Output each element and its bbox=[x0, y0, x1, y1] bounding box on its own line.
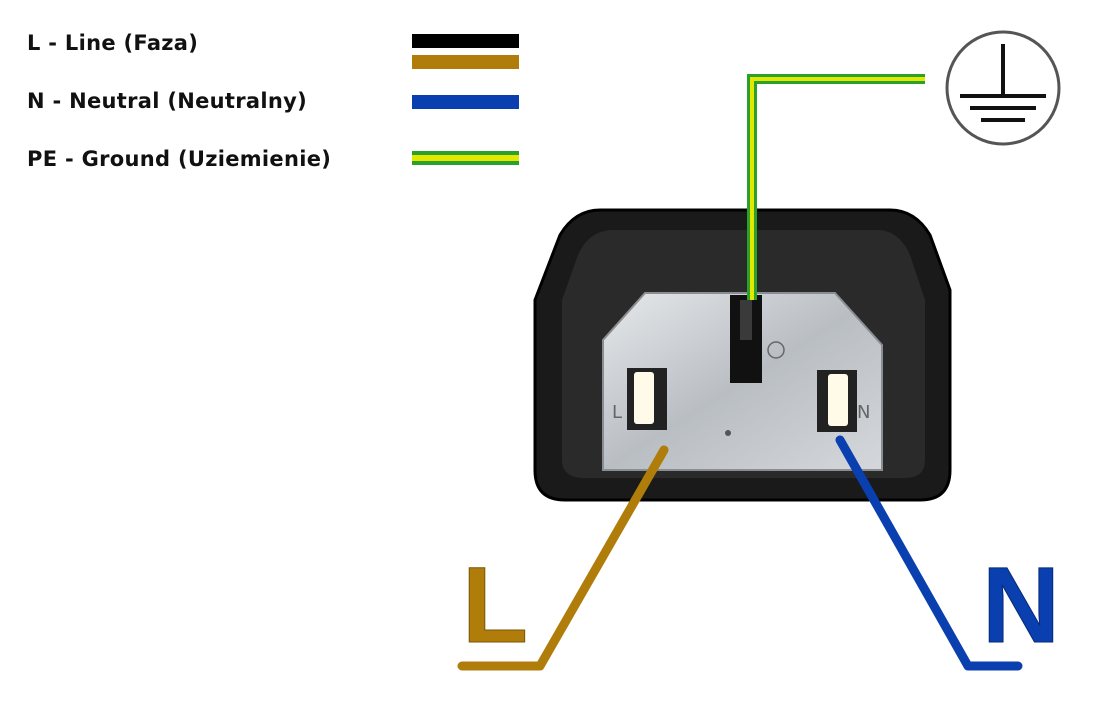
legend-neutral-label: N - Neutral (Neutralny) bbox=[27, 89, 308, 113]
ground-wire bbox=[747, 74, 925, 300]
iec-connector: L N bbox=[533, 208, 952, 502]
legend-neutral-swatch bbox=[412, 95, 519, 109]
pin-label-neutral: N bbox=[857, 402, 870, 423]
neutral-wire bbox=[835, 435, 1023, 671]
neutral-big-label: N bbox=[982, 544, 1060, 665]
line-pin bbox=[627, 368, 667, 430]
legend-ground-label: PE - Ground (Uziemienie) bbox=[27, 147, 332, 171]
protective-earth-icon bbox=[945, 30, 1061, 146]
legend-line-label: L - Line (Faza) bbox=[27, 31, 199, 55]
legend-line-swatch bbox=[412, 34, 519, 69]
line-wire bbox=[457, 445, 669, 671]
line-big-label: L bbox=[462, 544, 528, 665]
pin-label-line: L bbox=[612, 402, 622, 423]
legend-ground-swatch bbox=[412, 151, 519, 165]
neutral-pin bbox=[817, 370, 857, 432]
